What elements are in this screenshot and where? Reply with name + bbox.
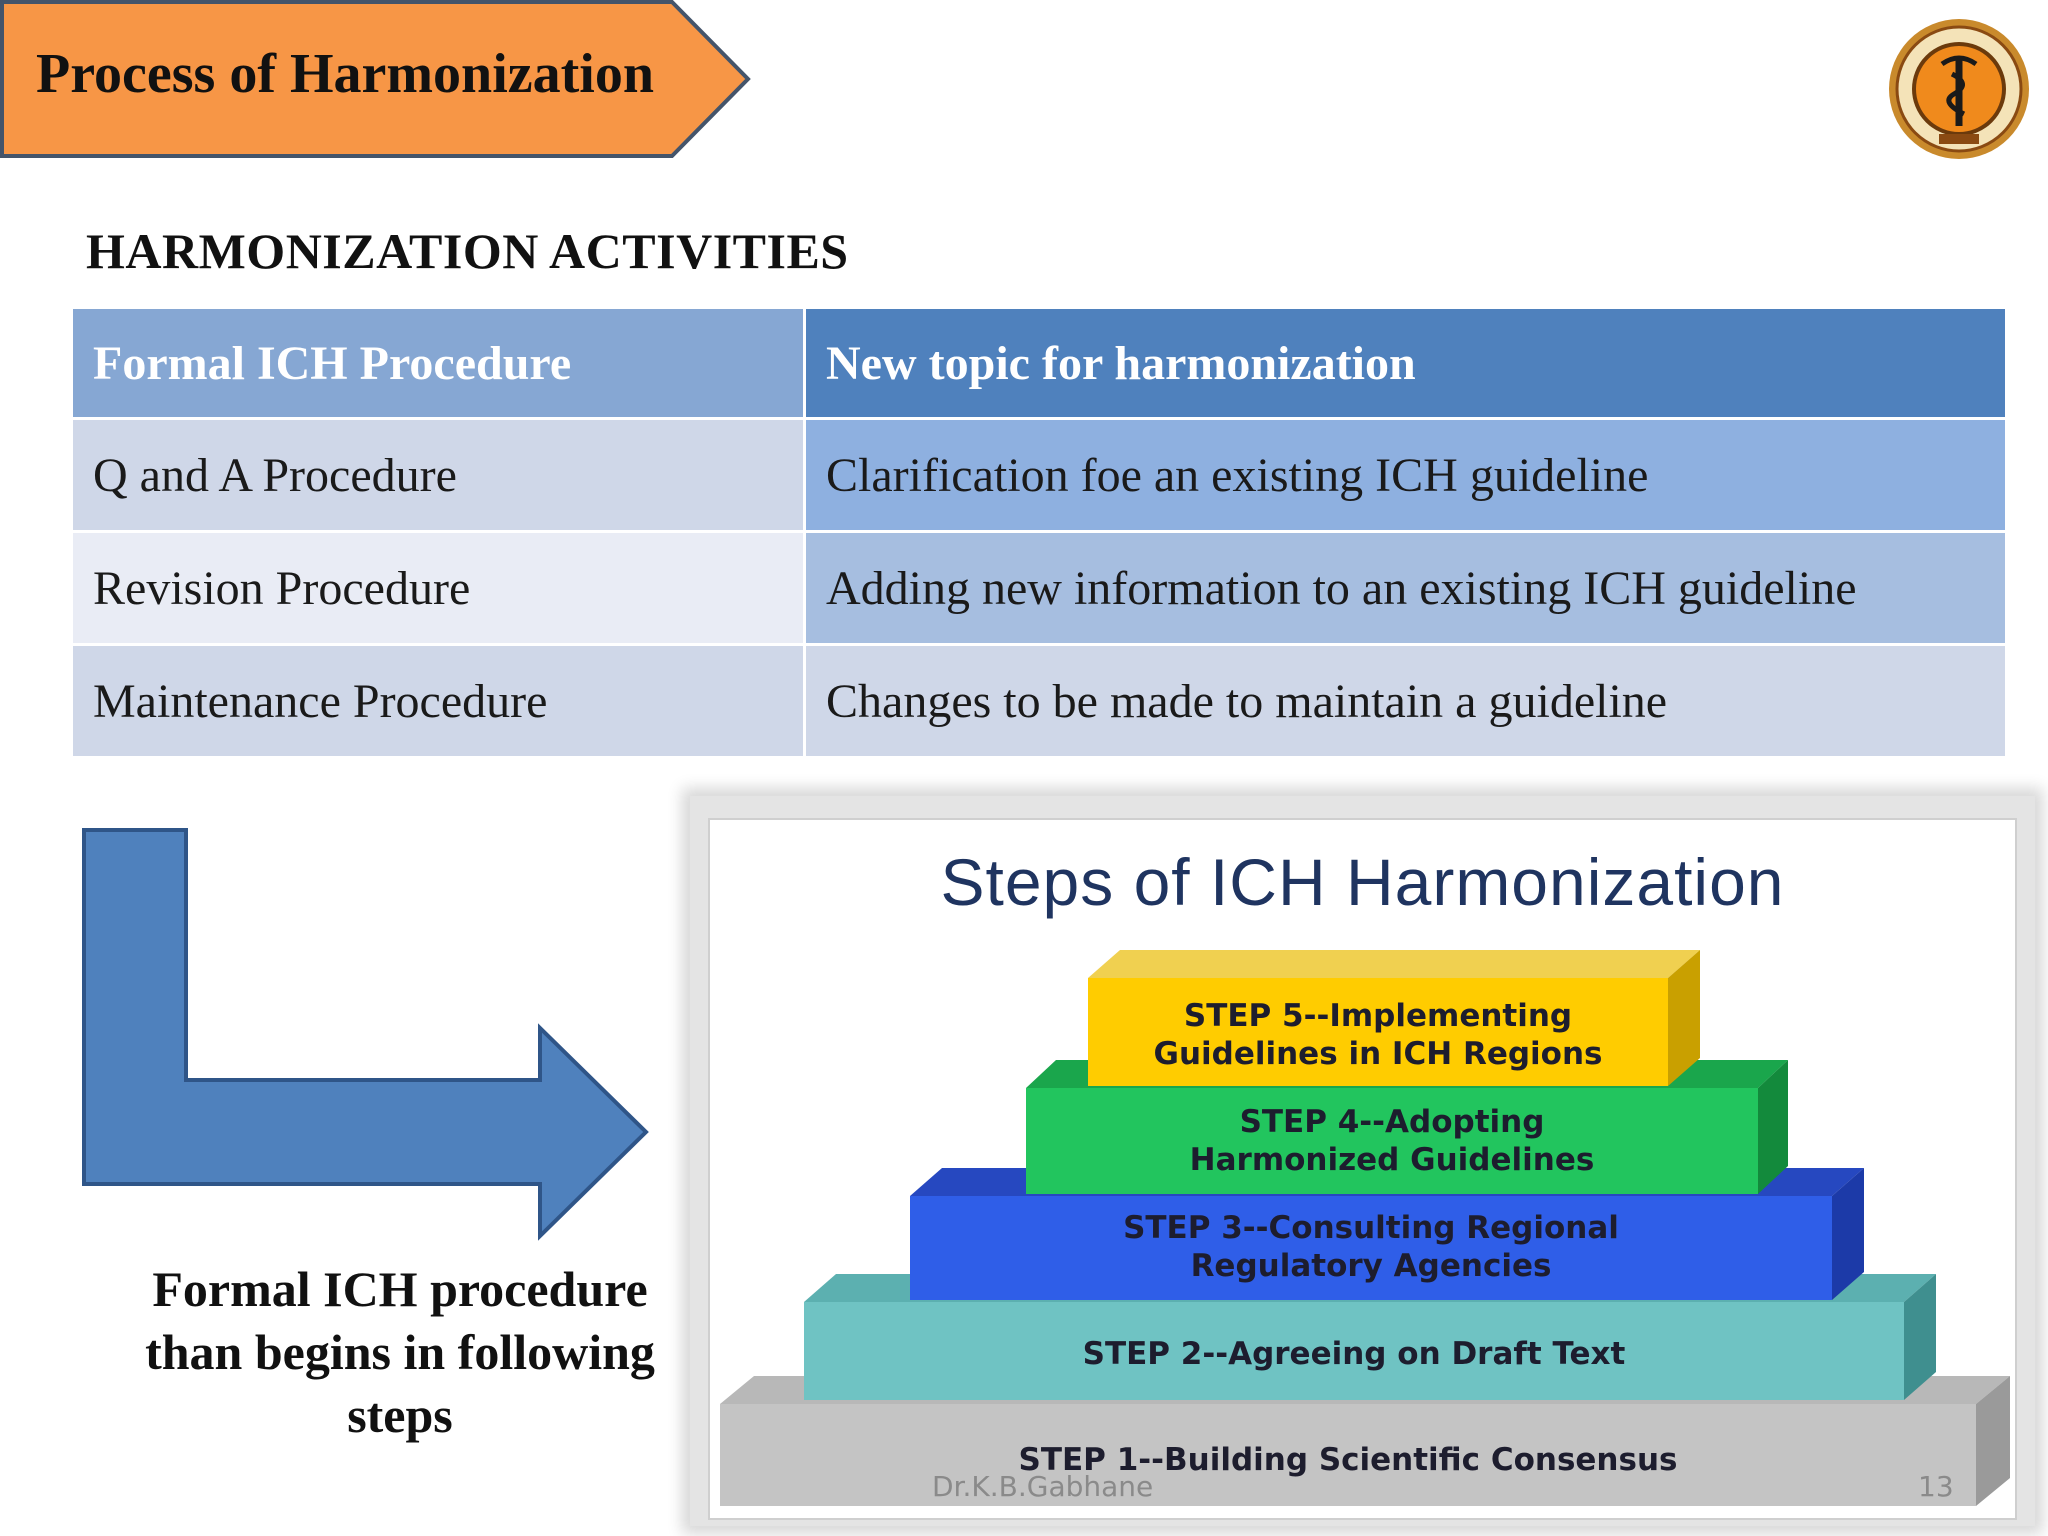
table-row: Maintenance Procedure Changes to be made… [70,643,2008,759]
table-row: Revision Procedure Adding new informatio… [70,530,2008,646]
procedure-caption: Formal ICH procedure than begins in foll… [145,1261,655,1443]
column-header: New topic for harmonization [803,306,2008,420]
college-seal-icon [1889,19,2029,159]
footer-author: Dr.K.B.Gabhane [932,1470,1154,1503]
step-3-label-line2: Regulatory Agencies [1191,1248,1552,1284]
steps-figure-panel: Steps of ICH Harmonization STEP 1--Build… [708,818,2017,1520]
step-1-label: STEP 1--Building Scientific Consensus [1019,1442,1678,1478]
step-4-label-line2: Harmonized Guidelines [1190,1142,1595,1178]
bent-arrow-icon [82,828,649,1241]
activities-heading: HARMONIZATION ACTIVITIES [86,223,849,279]
step-5-label-line2: Guidelines in ICH Regions [1154,1036,1603,1072]
table-cell: Clarification foe an existing ICH guidel… [803,417,2008,533]
table-row: Q and A Procedure Clarification foe an e… [70,417,2008,533]
column-header: Formal ICH Procedure [70,306,806,420]
steps-figure: Steps of ICH Harmonization STEP 1--Build… [690,796,2035,1526]
step-5-block: STEP 5--Implementing Guidelines in ICH R… [1088,950,1700,1086]
steps-pyramid: STEP 1--Building Scientific Consensus ST… [720,950,2010,1506]
table-cell: Revision Procedure [70,530,806,646]
table-cell: Maintenance Procedure [70,643,806,759]
step-5-label-line1: STEP 5--Implementing [1184,998,1572,1034]
step-2-label: STEP 2--Agreeing on Draft Text [1083,1336,1626,1372]
step-3-label-line1: STEP 3--Consulting Regional [1123,1210,1619,1246]
page-number: 13 [1918,1470,1954,1503]
title-banner [0,0,751,158]
figure-title: Steps of ICH Harmonization [940,845,1785,919]
step-4-label-line1: STEP 4--Adopting [1240,1104,1545,1140]
activities-table: Formal ICH Procedure New topic for harmo… [70,306,2008,759]
table-cell: Adding new information to an existing IC… [803,530,2008,646]
slide-title: Process of Harmonization [36,43,654,105]
table-cell: Q and A Procedure [70,417,806,533]
table-header-row: Formal ICH Procedure New topic for harmo… [70,306,2008,420]
table-cell: Changes to be made to maintain a guideli… [803,643,2008,759]
